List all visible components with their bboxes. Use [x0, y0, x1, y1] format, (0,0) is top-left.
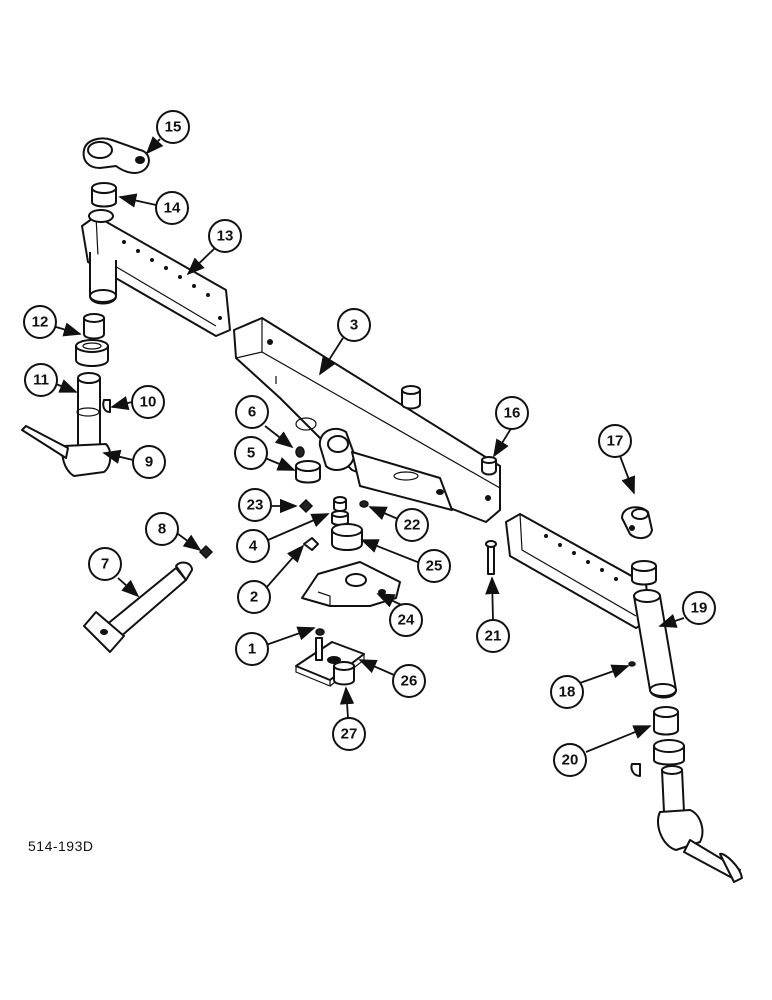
callout-21: 21: [476, 619, 510, 653]
callout-20: 20: [553, 743, 587, 777]
part-22-fitting: [359, 500, 369, 508]
svg-text:6: 6: [248, 404, 256, 421]
svg-text:16: 16: [504, 405, 521, 422]
svg-text:13: 13: [217, 228, 234, 245]
svg-text:3: 3: [350, 317, 358, 334]
part-2-fitting: [303, 537, 319, 551]
part-16-bushing: [481, 456, 497, 476]
part-8-fitting: [198, 544, 214, 560]
callout-24: 24: [389, 603, 423, 637]
part-6-grease-fitting: [295, 446, 305, 458]
callout-17: 17: [598, 424, 632, 458]
callout-2: 2: [237, 580, 271, 614]
parts-artwork: [21, 137, 743, 883]
svg-text:26: 26: [401, 673, 418, 690]
part-13-axle-extension: [81, 209, 231, 337]
callout-16: 16: [495, 396, 529, 430]
callout-3: 3: [337, 308, 371, 342]
svg-text:17: 17: [607, 433, 624, 450]
svg-text:18: 18: [559, 684, 576, 701]
svg-text:19: 19: [691, 600, 708, 617]
callout-23: 23: [238, 488, 272, 522]
svg-text:11: 11: [33, 372, 49, 389]
callout-1: 1: [235, 632, 269, 666]
svg-text:23: 23: [247, 497, 264, 514]
callout-8: 8: [145, 512, 179, 546]
drawing-reference-code: 514-193D: [28, 838, 94, 854]
svg-text:21: 21: [485, 628, 502, 645]
svg-text:7: 7: [101, 556, 109, 573]
svg-text:25: 25: [426, 558, 443, 575]
part-10-key: [102, 399, 111, 413]
part-7-pivot-pin: [83, 561, 193, 653]
part-3-axle-beam: [233, 317, 501, 523]
part-19-axle-extension: [505, 513, 677, 699]
callout-9: 9: [132, 445, 166, 479]
svg-text:10: 10: [140, 394, 157, 411]
part-17-steering-arm: [621, 506, 653, 540]
svg-text:8: 8: [158, 521, 166, 538]
part-18-fitting: [628, 661, 636, 667]
part-9-spindle-left: [21, 372, 112, 477]
part-4-bushing: [331, 496, 349, 526]
part-15-steering-arm: [82, 137, 150, 174]
callout-12: 12: [23, 305, 57, 339]
svg-text:15: 15: [165, 119, 182, 136]
callout-25: 25: [417, 549, 451, 583]
part-spindle-right: [653, 739, 743, 883]
part-25-spacer: [331, 523, 363, 551]
svg-text:27: 27: [341, 726, 358, 743]
svg-text:4: 4: [249, 538, 258, 555]
svg-text:20: 20: [562, 752, 579, 769]
part-12-bearing: [75, 313, 109, 367]
part-14-bushing: [91, 182, 117, 208]
callout-11: 11: [24, 363, 58, 397]
svg-text:9: 9: [145, 454, 153, 471]
part-20-bushing: [653, 706, 679, 736]
svg-text:24: 24: [398, 612, 415, 629]
callout-5: 5: [234, 436, 268, 470]
part-27-bushing: [333, 661, 355, 686]
callout-19: 19: [682, 591, 716, 625]
callout-13: 13: [208, 219, 242, 253]
part-key-right: [630, 763, 641, 777]
callout-14: 14: [155, 191, 189, 225]
callout-10: 10: [131, 385, 165, 419]
part-24-pivot-bracket: [301, 561, 401, 607]
callout-7: 7: [88, 547, 122, 581]
svg-text:22: 22: [404, 517, 421, 534]
svg-text:1: 1: [248, 641, 256, 658]
svg-text:5: 5: [247, 445, 255, 462]
callout-26: 26: [392, 664, 426, 698]
part-23-fitting: [298, 498, 314, 514]
part-21-bolt: [485, 540, 497, 575]
callout-22: 22: [395, 508, 429, 542]
svg-text:14: 14: [164, 200, 181, 217]
callout-6: 6: [235, 395, 269, 429]
callout-4: 4: [236, 529, 270, 563]
callout-27: 27: [332, 717, 366, 751]
callout-18: 18: [550, 675, 584, 709]
callout-15: 15: [156, 110, 190, 144]
svg-text:2: 2: [250, 589, 258, 606]
leader-lines: [55, 136, 685, 753]
part-1-pin: [315, 628, 325, 661]
svg-text:12: 12: [32, 314, 49, 331]
part-5-bushing: [295, 460, 321, 484]
